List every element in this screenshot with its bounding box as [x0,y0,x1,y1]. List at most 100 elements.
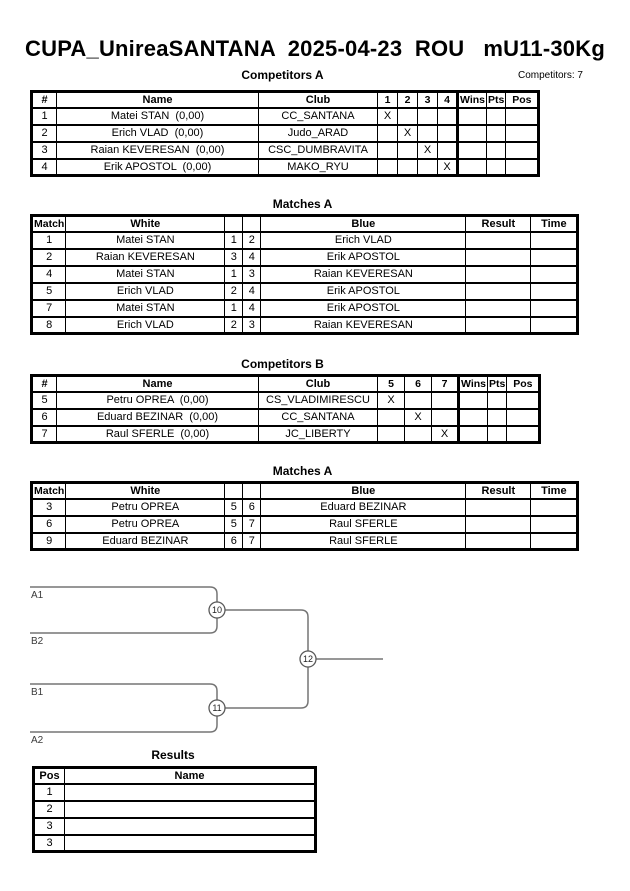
match-row: 7 Matei STAN 1 4 Erik APOSTOL [30,298,579,318]
table-header-row: # Name Club 5 6 7 Wins Pts Pos [31,374,541,393]
white-cell: Petru OPREA [65,497,226,517]
blue-num-cell: 3 [242,264,262,284]
pos-cell: 1 [33,782,65,802]
blue-cell: Eduard BEZINAR [260,497,467,517]
name-cell: Erik APOSTOL (0,00) [56,157,259,177]
blue-num-cell: 2 [242,230,262,250]
result-cell [465,264,532,284]
white-cell: Erich VLAD [65,281,226,301]
col-white-num [224,214,244,233]
match-row: 4 Matei STAN 1 3 Raian KEVERESAN [30,264,579,284]
col-white-num [224,481,244,500]
blue-num-cell: 6 [242,497,262,517]
result-cell [465,514,532,534]
time-cell [530,531,579,551]
competitors-count: Competitors: 7 [517,70,583,81]
mark-cell [377,424,405,444]
match-row: 6 Petru OPREA 5 7 Raul SFERLE [30,514,579,534]
bracket-pair-top [30,586,218,634]
competitors-a-title: Competitors A [241,68,324,82]
competitor-row: 4 Erik APOSTOL (0,00) MAKO_RYU X [31,157,540,177]
blue-cell: Raian KEVERESAN [260,315,467,335]
matches-a1-title: Matches A [272,197,333,211]
club-cell: Judo_ARAD [258,123,378,143]
wins-cell [456,106,487,126]
col-blue: Blue [260,214,467,233]
mark-cell [431,390,459,410]
white-num-cell: 3 [224,247,244,267]
mark-cell: X [437,157,458,177]
pos-cell [505,157,540,177]
competitor-row: 5 Petru OPREA (0,00) CS_VLADIMIRESCU X [31,390,541,410]
col-blue-num [242,214,262,233]
blue-cell: Raul SFERLE [260,531,467,551]
match-row: 5 Erich VLAD 2 4 Erik APOSTOL [30,281,579,301]
match-node-number: 12 [303,654,313,664]
white-num-cell: 1 [224,264,244,284]
pos-cell: 3 [33,833,65,853]
bracket-final-connector [217,609,309,709]
pos-cell: 3 [33,816,65,836]
pts-cell [485,106,507,126]
result-row: 3 [33,816,316,836]
col-num: # [31,90,57,109]
match-node-circle [299,650,317,668]
result-cell [465,298,532,318]
col-pos: Pos [505,90,540,109]
competitor-row: 1 Matei STAN (0,00) CC_SANTANA X [31,106,540,126]
blue-num-cell: 4 [242,281,262,301]
match-row: 3 Petru OPREA 5 6 Eduard BEZINAR [30,497,579,517]
mark-cell: X [431,424,459,444]
pts-cell [486,390,508,410]
result-cell [465,230,532,250]
mark-cell [417,123,438,143]
col-pts: Pts [486,374,508,393]
club-cell: CC_SANTANA [258,407,378,427]
blue-num-cell: 4 [242,247,262,267]
matches-a2-title: Matches A [272,464,333,478]
match-node-number: 10 [212,605,222,615]
mark-cell [404,424,432,444]
table-header-row: Match White Blue Result Time [30,214,579,233]
white-num-cell: 2 [224,281,244,301]
white-cell: Eduard BEZINAR [65,531,226,551]
name-cell: Erich VLAD (0,00) [56,123,259,143]
col-4: 4 [437,90,458,109]
name-cell: Raian KEVERESAN (0,00) [56,140,259,160]
result-cell [465,315,532,335]
match-num-cell: 6 [30,514,67,534]
match-num-cell: 1 [30,230,67,250]
col-name: Name [64,766,316,785]
white-num-cell: 5 [224,514,244,534]
col-5: 5 [377,374,405,393]
col-pts: Pts [485,90,507,109]
pts-cell [485,123,507,143]
col-1: 1 [377,90,398,109]
white-num-cell: 1 [224,230,244,250]
col-match: Match [30,481,67,500]
wins-cell [457,407,488,427]
matches-a2-table: Match White Blue Result Time 3 Petru OPR… [30,481,580,551]
white-cell: Matei STAN [65,298,226,318]
club-cell: CS_VLADIMIRESCU [258,390,378,410]
wins-cell [456,123,487,143]
name-cell [64,816,316,836]
num-cell: 4 [31,157,57,177]
pos-cell [505,140,540,160]
blue-num-cell: 4 [242,298,262,318]
white-cell: Petru OPREA [65,514,226,534]
result-row: 1 [33,782,316,802]
col-wins: Wins [456,90,487,109]
white-cell: Raian KEVERESAN [65,247,226,267]
blue-num-cell: 7 [242,514,262,534]
match-num-cell: 3 [30,497,67,517]
table-header-row: Match White Blue Result Time [30,481,579,500]
col-club: Club [258,90,378,109]
mark-cell: X [404,407,432,427]
match-num-cell: 9 [30,531,67,551]
mark-cell: X [417,140,438,160]
blue-cell: Erik APOSTOL [260,281,467,301]
results-title: Results [151,748,195,762]
blue-num-cell: 3 [242,315,262,335]
